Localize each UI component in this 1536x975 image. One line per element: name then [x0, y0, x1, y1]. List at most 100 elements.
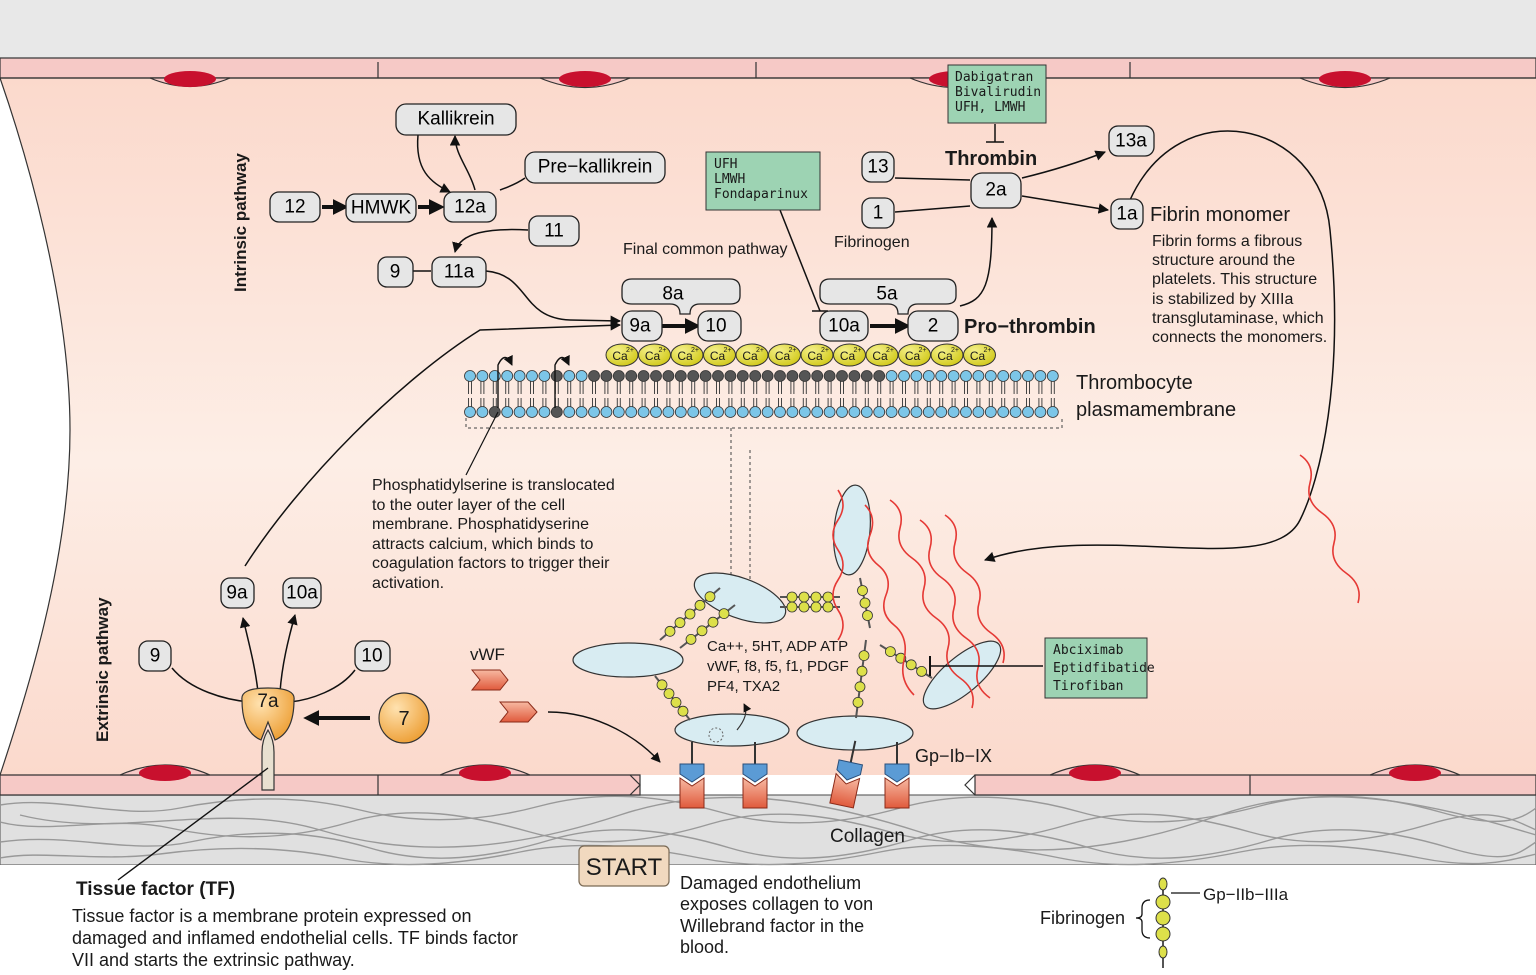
factor-13-label: 13	[867, 157, 888, 178]
calcium-ion: Ca2+	[638, 343, 671, 367]
phospholipid-head	[1034, 406, 1047, 418]
factor-10-label: 10	[705, 316, 726, 337]
phospholipid-head	[761, 370, 774, 382]
collagen-fibers	[0, 795, 1536, 866]
calcium-ion: Ca2+	[605, 343, 639, 367]
phospholipid-head	[513, 370, 526, 382]
phospholipid-head	[476, 406, 489, 418]
calcium-ion: Ca2+	[930, 343, 964, 367]
phospholipid-head	[650, 370, 662, 382]
kallikrein-node: Kallikrein	[395, 103, 517, 136]
top-endothelium	[0, 57, 1536, 89]
fibrinogen-legend: Fibrinogen Gp−IIb−IIIa	[1040, 877, 1289, 968]
start-box: START	[578, 845, 670, 887]
svg-text:2+: 2+	[886, 347, 894, 354]
phospholipid-head	[575, 406, 588, 418]
phospholipid-head	[550, 406, 563, 418]
phospholipid-head	[823, 370, 836, 382]
phospholipid-head	[501, 370, 514, 382]
factor-12a-label: 12a	[454, 197, 486, 218]
subendothelium-layer	[0, 794, 1536, 866]
factor-10a-ext-label: 10a	[286, 583, 318, 604]
calcium-ion: Ca2+	[898, 343, 931, 367]
intrinsic-connectors	[244, 134, 622, 567]
svg-text:LMWH: LMWH	[714, 172, 745, 187]
nucleus	[164, 71, 216, 87]
svg-text:to the outer layer of the cell: to the outer layer of the cell	[372, 497, 565, 514]
prekallikrein-label: Pre−kallikrein	[538, 157, 653, 178]
factor-5a-label: 5a	[876, 284, 898, 305]
svg-text:is stabilized by XIIIa: is stabilized by XIIIa	[1152, 291, 1294, 308]
fibrinogen-bridge	[780, 591, 840, 603]
phospholipid-head	[550, 370, 563, 382]
nucleus	[1319, 71, 1371, 87]
calcium-ions: Ca2+Ca2+Ca2+Ca2+Ca2+Ca2+Ca2+Ca2+Ca2+Ca2+…	[605, 343, 996, 367]
fibrin-monomer-label: Fibrin monomer	[1150, 204, 1290, 226]
svg-text:2+: 2+	[919, 347, 927, 354]
phospholipid-head	[1046, 406, 1059, 418]
nucleus	[139, 765, 191, 781]
phospholipid-head	[625, 406, 638, 418]
phospholipid-head	[674, 370, 687, 382]
fibrinogen-bridge	[679, 604, 736, 649]
fibrin-strands	[832, 454, 1360, 709]
svg-text:2+: 2+	[724, 347, 732, 354]
phospholipid-head	[724, 370, 737, 382]
factor-1-label: 1	[873, 203, 884, 224]
svg-text:coagulation factors to trigger: coagulation factors to trigger their	[372, 555, 610, 572]
fibrinogen-bridge	[659, 587, 721, 641]
svg-text:activation.: activation.	[372, 575, 444, 592]
phospholipid-head	[637, 370, 650, 382]
activated-platelets	[572, 484, 1002, 751]
tissue-factor-description: Tissue factor is a membrane protein expr…	[72, 906, 518, 970]
svg-text:2+: 2+	[854, 347, 862, 354]
calcium-ion: Ca2+	[800, 343, 834, 367]
phospholipid-head	[464, 406, 476, 418]
factor-1-node: 1	[861, 197, 895, 229]
common-connectors	[660, 124, 1336, 562]
phospholipid-head	[712, 406, 724, 418]
vwf-chevron-2	[498, 701, 538, 723]
phospholipid-head	[699, 406, 712, 418]
phospholipid-head	[997, 370, 1010, 382]
phospholipid-head	[588, 370, 600, 382]
svg-text:structure around the: structure around the	[1152, 252, 1295, 269]
phospholipid-head	[612, 406, 625, 418]
svg-text:Dabigatran: Dabigatran	[955, 70, 1033, 85]
svg-text:Ca: Ca	[742, 349, 758, 363]
phospholipid-head	[811, 406, 824, 418]
svg-text:platelets. This structure: platelets. This structure	[1152, 271, 1317, 288]
phospholipid-head	[662, 370, 675, 382]
factor-9a-ext-label: 9a	[226, 583, 248, 604]
phospholipid-head	[476, 370, 489, 382]
svg-text:Fibrinogen: Fibrinogen	[1040, 908, 1125, 928]
phospholipid-head	[724, 406, 737, 418]
factor-9a-label: 9a	[629, 316, 651, 337]
factor-13-node: 13	[861, 151, 895, 183]
svg-text:Willebrand factor in the: Willebrand factor in the	[680, 916, 864, 936]
factor-11a-node: 11a	[431, 256, 487, 288]
thrombocyte-membrane	[464, 370, 1059, 418]
factor-12-label: 12	[284, 197, 305, 218]
phospholipid-head	[947, 406, 960, 418]
phospholipid-head	[1034, 370, 1047, 382]
phospholipid-head	[526, 370, 538, 382]
phospholipid-head	[464, 370, 476, 382]
calcium-ion: Ca2+	[735, 343, 769, 367]
factor-12a-node: 12a	[443, 191, 497, 223]
factor-7a: 7a	[241, 687, 295, 741]
svg-text:Fibrin forms a fibrous: Fibrin forms a fibrous	[1152, 233, 1302, 250]
phospholipid-head	[687, 406, 700, 418]
svg-text:Ca: Ca	[872, 349, 888, 363]
phospholipid-head	[563, 406, 576, 418]
tissue-factor-protein	[261, 728, 275, 791]
phospholipid-head	[786, 406, 799, 418]
phospholipid-head	[860, 370, 873, 382]
nucleus	[459, 765, 511, 781]
phospholipid-head	[836, 370, 848, 382]
svg-text:Ca: Ca	[645, 349, 661, 363]
phospholipid-head	[761, 406, 774, 418]
svg-text:2+: 2+	[951, 347, 959, 354]
phospholipid-head	[860, 406, 873, 418]
damaged-endothelium-description: Damaged endothelium exposes collagen to …	[680, 873, 873, 957]
